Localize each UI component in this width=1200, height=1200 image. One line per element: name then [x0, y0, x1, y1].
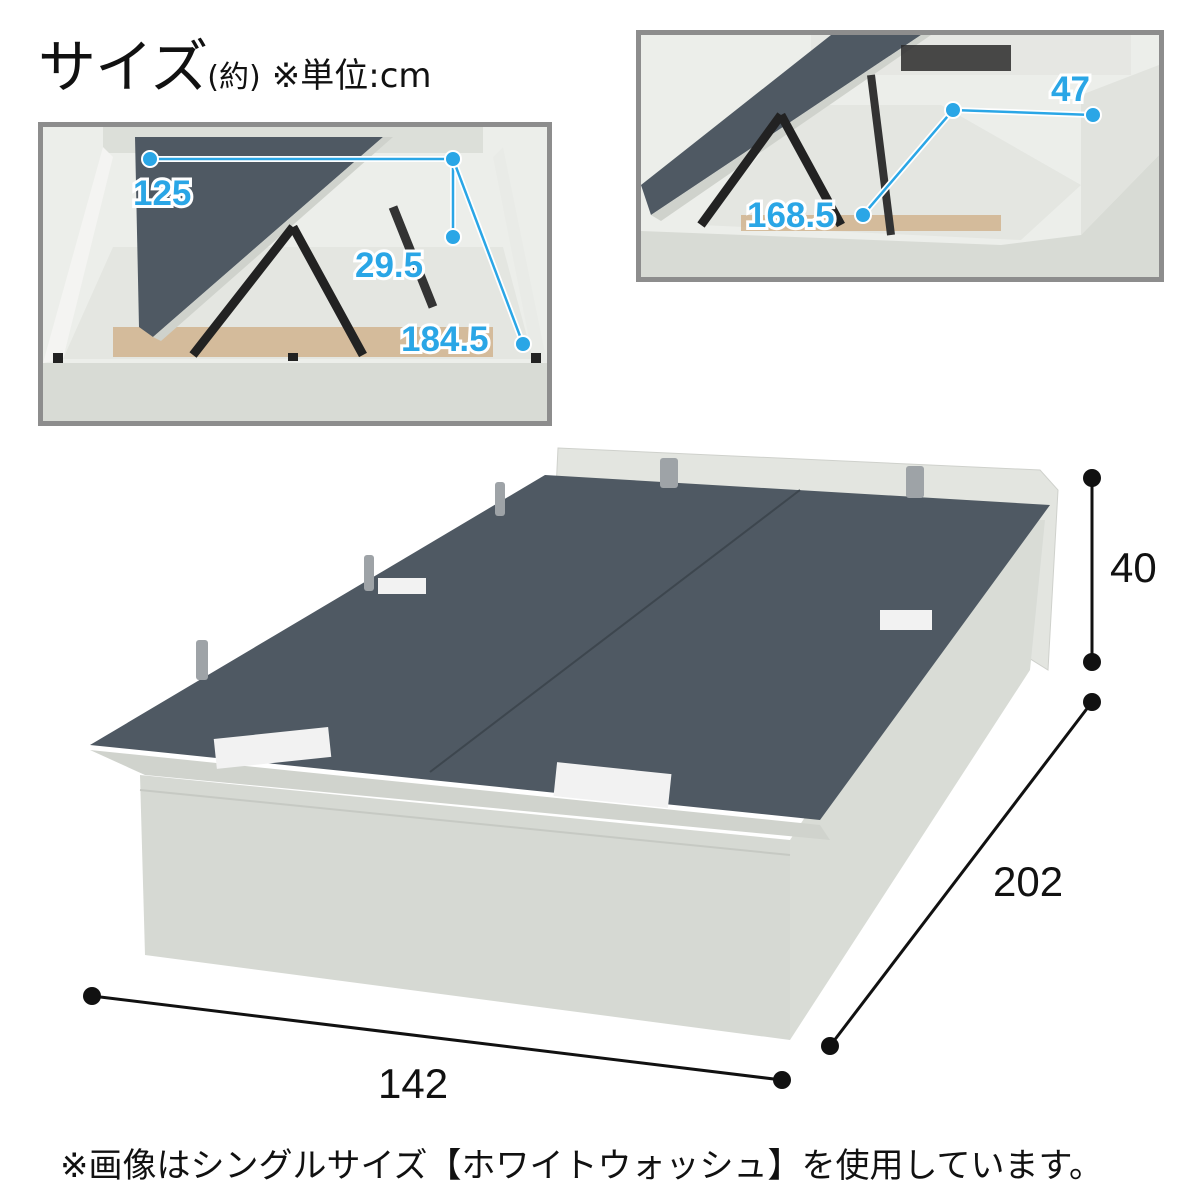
height-value: 40 [1110, 544, 1157, 591]
label-125: 125 [133, 174, 191, 213]
title-unit: ※単位:cm [271, 56, 432, 96]
dimension-length [821, 693, 1101, 1055]
frame-front [43, 363, 547, 421]
board-sticker [378, 578, 426, 594]
frame-front [140, 775, 790, 1040]
title-main: サイズ [38, 33, 208, 101]
label-47: 47 [1051, 70, 1090, 109]
right-inset-photo: 47 168.5 [636, 30, 1164, 282]
board-brackets [196, 458, 924, 680]
left-inset-illustration: 125 29.5 184.5 [43, 127, 547, 421]
length-value: 202 [993, 858, 1063, 905]
dimension-width [83, 987, 791, 1089]
right-inset-illustration: 47 168.5 [641, 35, 1159, 277]
frame-front [641, 155, 1159, 277]
lifted-board [641, 35, 921, 215]
board-sticker [213, 727, 332, 769]
board-sticker [553, 762, 672, 808]
label-184-5: 184.5 [401, 320, 489, 359]
footnote: ※画像はシングルサイズ【ホワイトウォッシュ】を使用しています。 [60, 1146, 1104, 1186]
page-title: サイズ(約) ※単位:cm [38, 20, 432, 104]
lifted-board [135, 137, 383, 337]
width-value: 142 [378, 1060, 448, 1107]
top-board [90, 475, 1050, 820]
left-inset-photo: 125 29.5 184.5 [38, 122, 552, 426]
frame-side [790, 520, 1045, 1040]
title-approx: (約) [207, 60, 261, 95]
right-inset-measure-lines [854, 101, 1102, 224]
dimension-height [1083, 469, 1101, 671]
label-168-5: 168.5 [747, 196, 835, 235]
bed-illustration: 40 202 142 [83, 447, 1157, 1107]
label-29-5: 29.5 [355, 246, 423, 285]
board-sticker [880, 610, 932, 630]
left-inset-measure-lines [141, 150, 532, 353]
